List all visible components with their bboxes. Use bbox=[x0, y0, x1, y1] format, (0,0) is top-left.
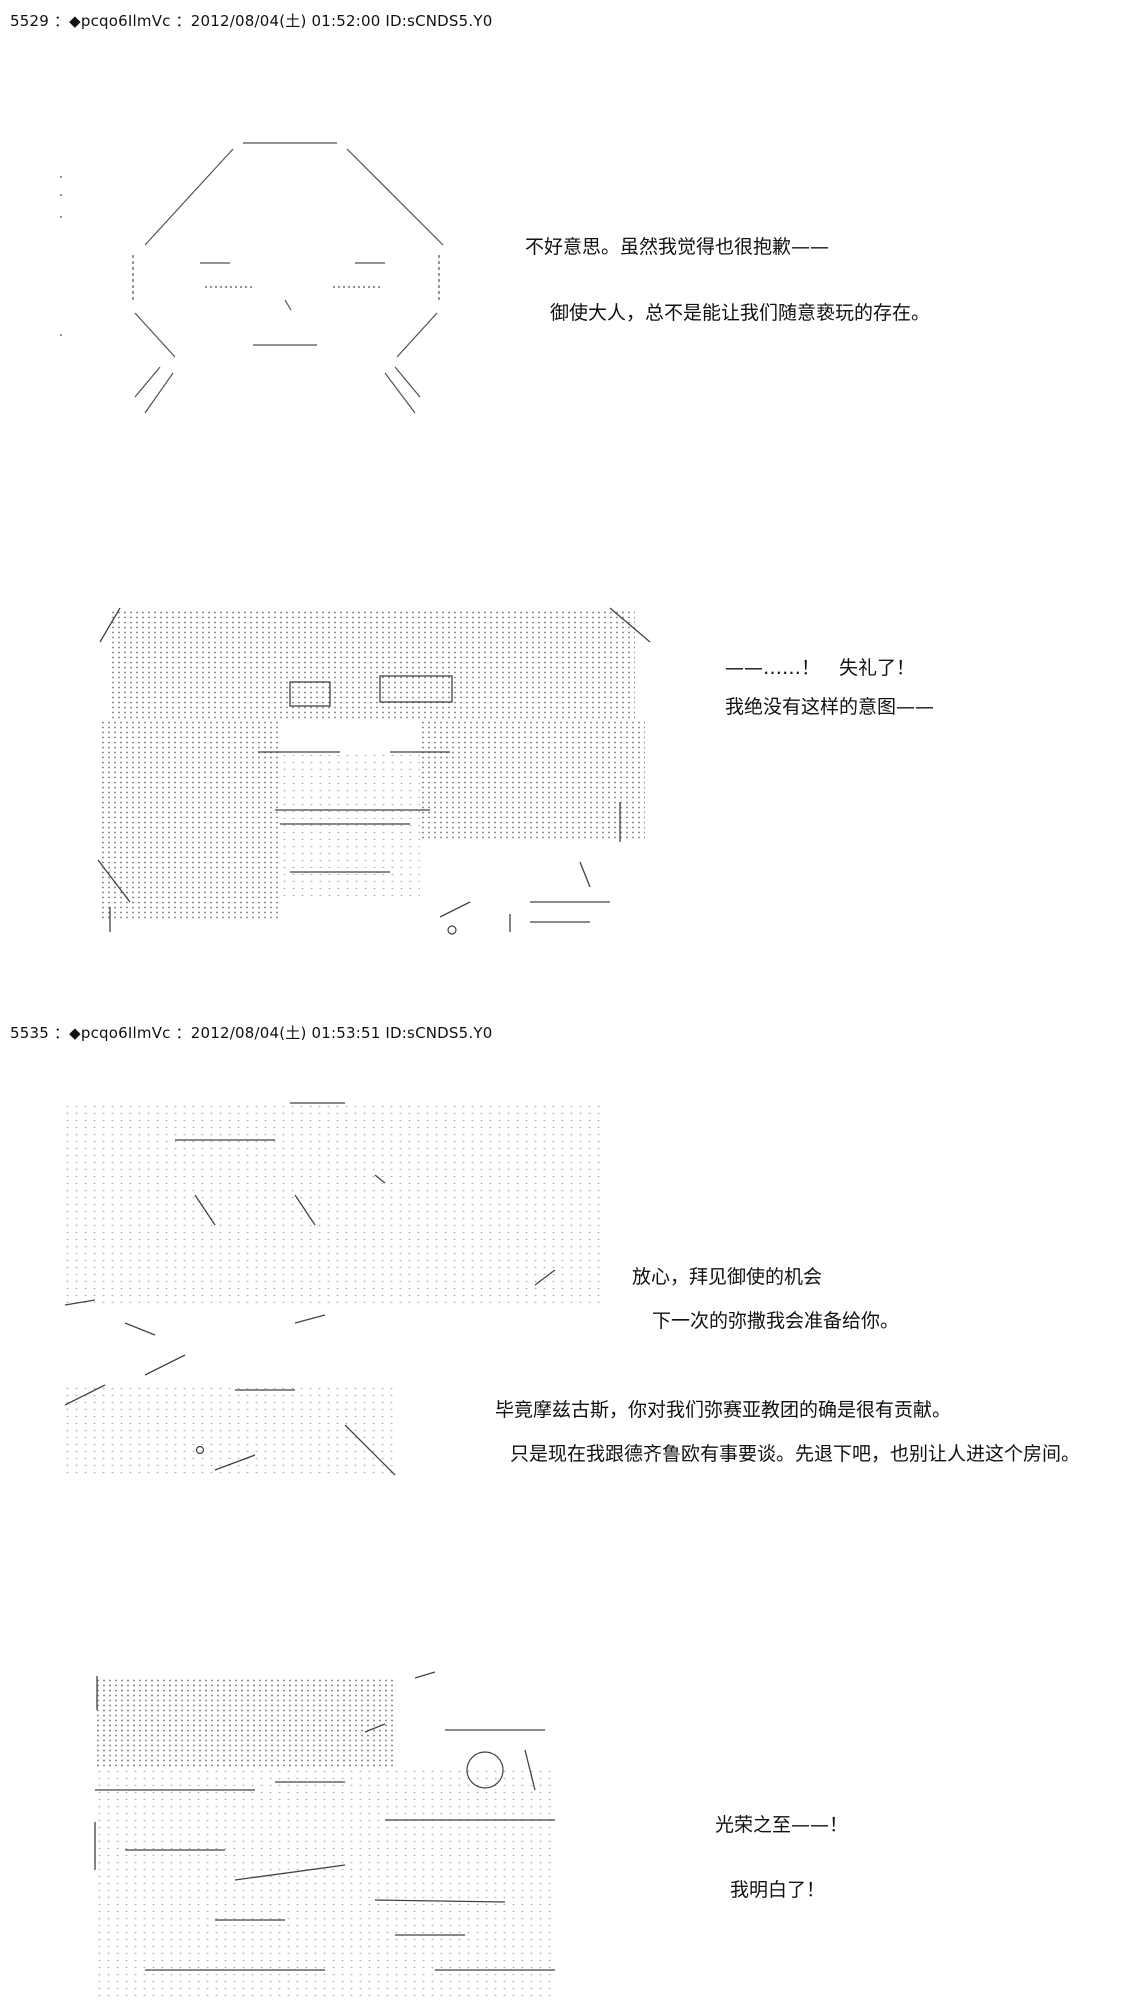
dialogue-line: 下一次的弥撒我会准备给你。 bbox=[652, 1310, 900, 1332]
dialogue-line: 毕竟摩兹古斯，你对我们弥赛亚教团的确是很有贡献。 bbox=[495, 1399, 952, 1421]
ascii-art-speaker-figure bbox=[55, 1095, 605, 1485]
dialogue-line: 御使大人，总不是能让我们随意亵玩的存在。 bbox=[550, 302, 931, 324]
dialogue-line: 我绝没有这样的意图—— bbox=[725, 696, 935, 718]
ascii-art-kneeling-figure bbox=[85, 1670, 565, 2000]
dialogue-line: 只是现在我跟德齐鲁欧有事要谈。先退下吧，也别让人进这个房间。 bbox=[510, 1443, 1081, 1465]
post-header-5529: 5529 ：◆pcqo6IlmVc ：2012/08/04(土) 01:52:0… bbox=[10, 12, 493, 30]
dialogue-line: 不好意思。虽然我觉得也很抱歉—— bbox=[525, 236, 830, 258]
dialogue-line: ——……！ 失礼了！ bbox=[725, 657, 916, 679]
dialogue-line: 光荣之至——！ bbox=[715, 1814, 849, 1836]
dialogue-line: 放心，拜见御使的机会 bbox=[632, 1266, 823, 1288]
post-header-5535: 5535 ：◆pcqo6IlmVc ：2012/08/04(土) 01:53:5… bbox=[10, 1024, 493, 1042]
dialogue-line: 我明白了！ bbox=[730, 1879, 826, 1901]
ascii-art-round-face bbox=[55, 135, 450, 415]
ascii-art-shaded-face bbox=[90, 602, 655, 942]
